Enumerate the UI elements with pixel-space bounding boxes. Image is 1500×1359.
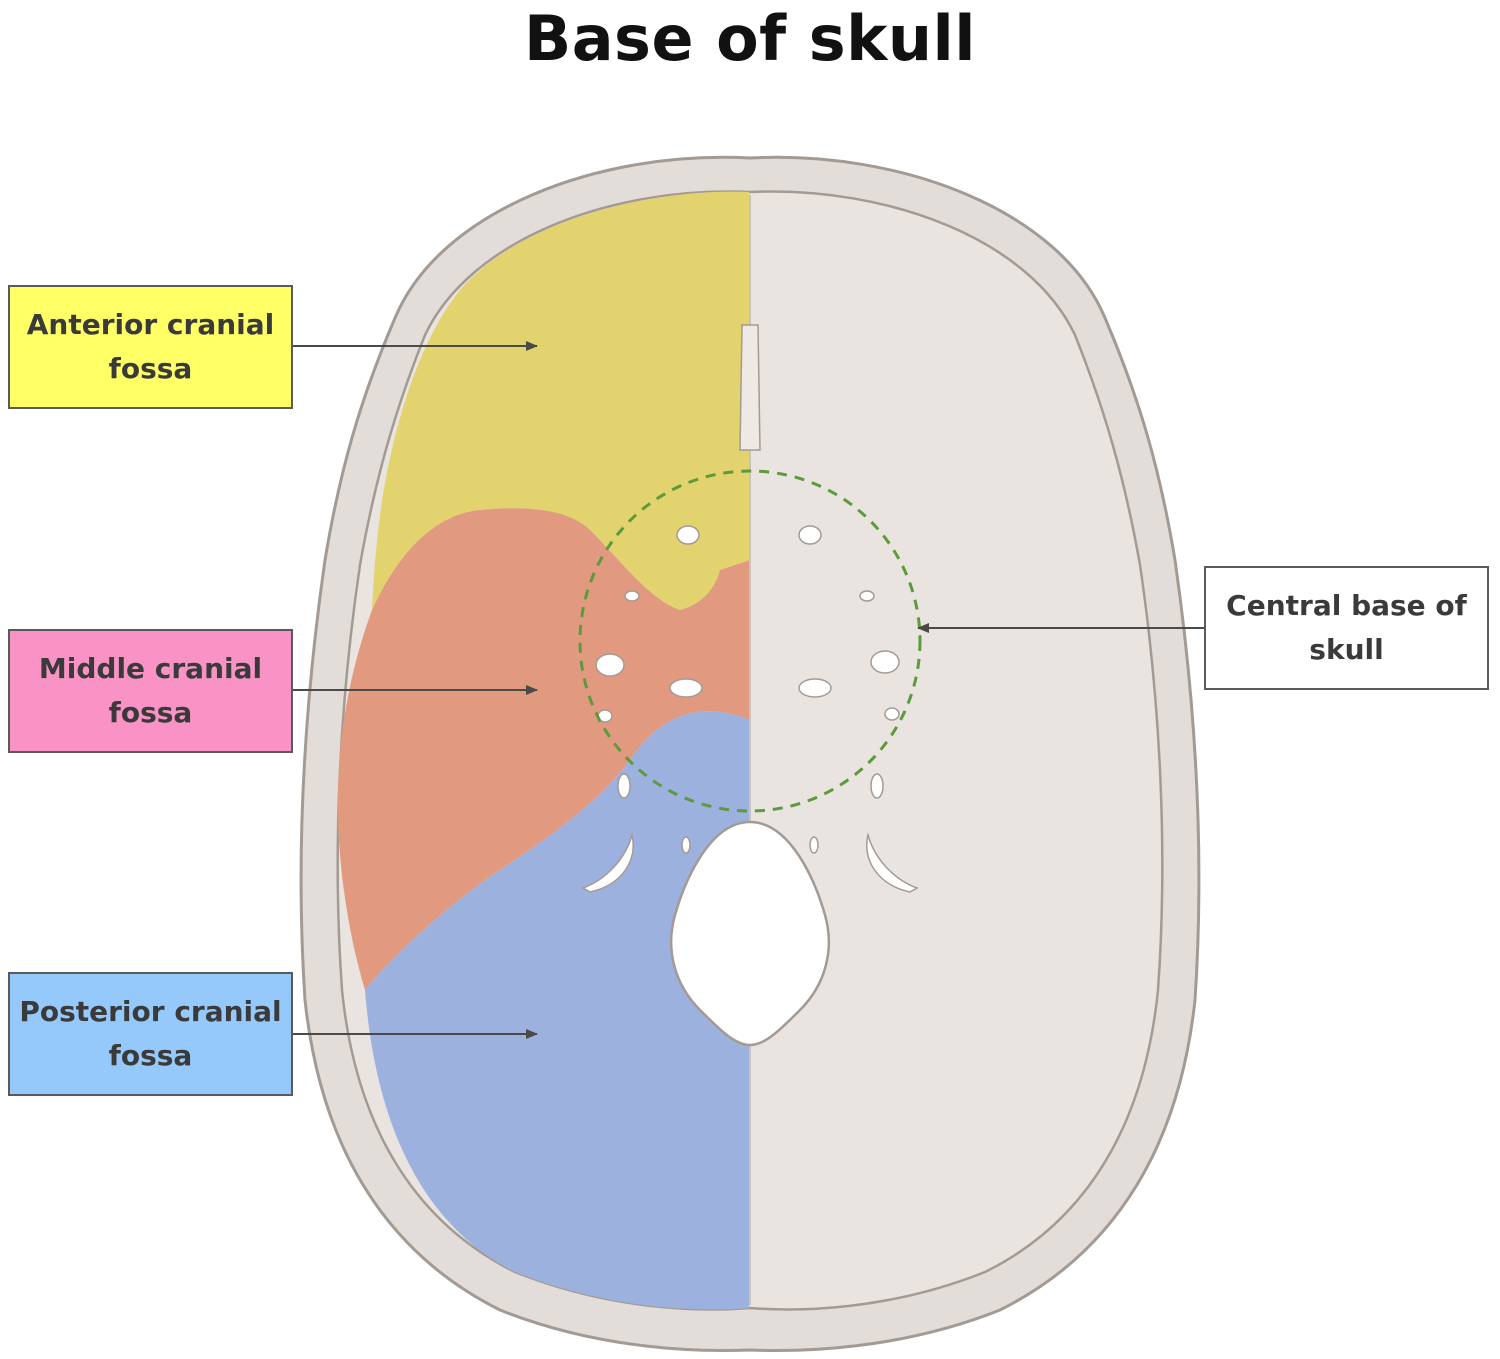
cribriform-plate (739, 324, 761, 451)
label-posterior-cranial-fossa: Posterior cranial fossa (8, 972, 293, 1096)
middle-fossa-region (337, 508, 749, 990)
label-central-base-of-skull: Central base of skull (1204, 566, 1489, 690)
foramen (676, 525, 700, 545)
label-anterior-text: Anterior cranial fossa (26, 308, 275, 385)
foramina (581, 525, 919, 893)
posterior-fossa-region (365, 711, 749, 1310)
foramen (798, 525, 822, 545)
label-middle-cranial-fossa: Middle cranial fossa (8, 629, 293, 753)
foramen (617, 773, 631, 799)
anterior-fossa-region (372, 191, 749, 610)
foramen (884, 707, 900, 721)
foramen (595, 653, 625, 677)
label-anterior-cranial-fossa: Anterior cranial fossa (8, 285, 293, 409)
foramen (669, 678, 703, 698)
foramen (870, 650, 900, 674)
foramen (681, 836, 691, 854)
diagram-title: Base of skull (523, 2, 977, 75)
foramen (809, 836, 819, 854)
foramen (624, 590, 640, 602)
label-posterior-text: Posterior cranial fossa (19, 995, 282, 1072)
central-base-circle (578, 469, 922, 813)
foramen-magnum (669, 820, 831, 1047)
foramen (798, 678, 832, 698)
foramen (866, 832, 919, 893)
foramen (859, 590, 875, 602)
label-middle-text: Middle cranial fossa (38, 652, 263, 729)
label-central-text: Central base of skull (1226, 589, 1467, 666)
foramen (581, 832, 634, 893)
foramen (870, 773, 884, 799)
